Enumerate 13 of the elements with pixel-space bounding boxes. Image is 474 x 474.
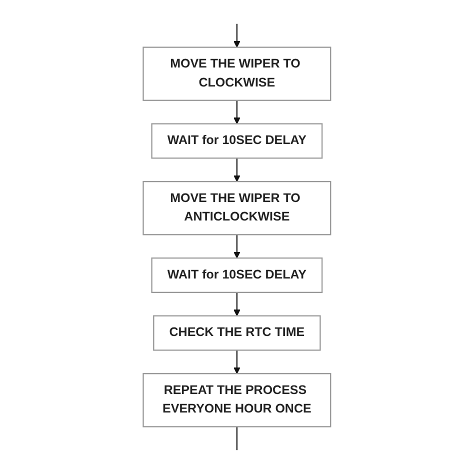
node-box: MOVE THE WIPER TO ANTICLOCKWISE <box>142 180 332 236</box>
arrow <box>234 24 240 48</box>
arrow <box>234 100 240 124</box>
arrow <box>234 158 240 182</box>
arrow <box>234 350 240 374</box>
arrow <box>234 292 240 316</box>
node-box: CHECK THE RTC TIME <box>153 315 321 351</box>
arrow <box>234 234 240 258</box>
node-box: WAIT for 10SEC DELAY <box>151 123 323 159</box>
node-box: MOVE THE WIPER TO CLOCKWISE <box>142 46 332 101</box>
node-box: WAIT for 10SEC DELAY <box>151 258 323 294</box>
connector <box>236 426 238 450</box>
node-box: REPEAT THE PROCESS EVERYONE HOUR ONCE <box>142 373 332 428</box>
